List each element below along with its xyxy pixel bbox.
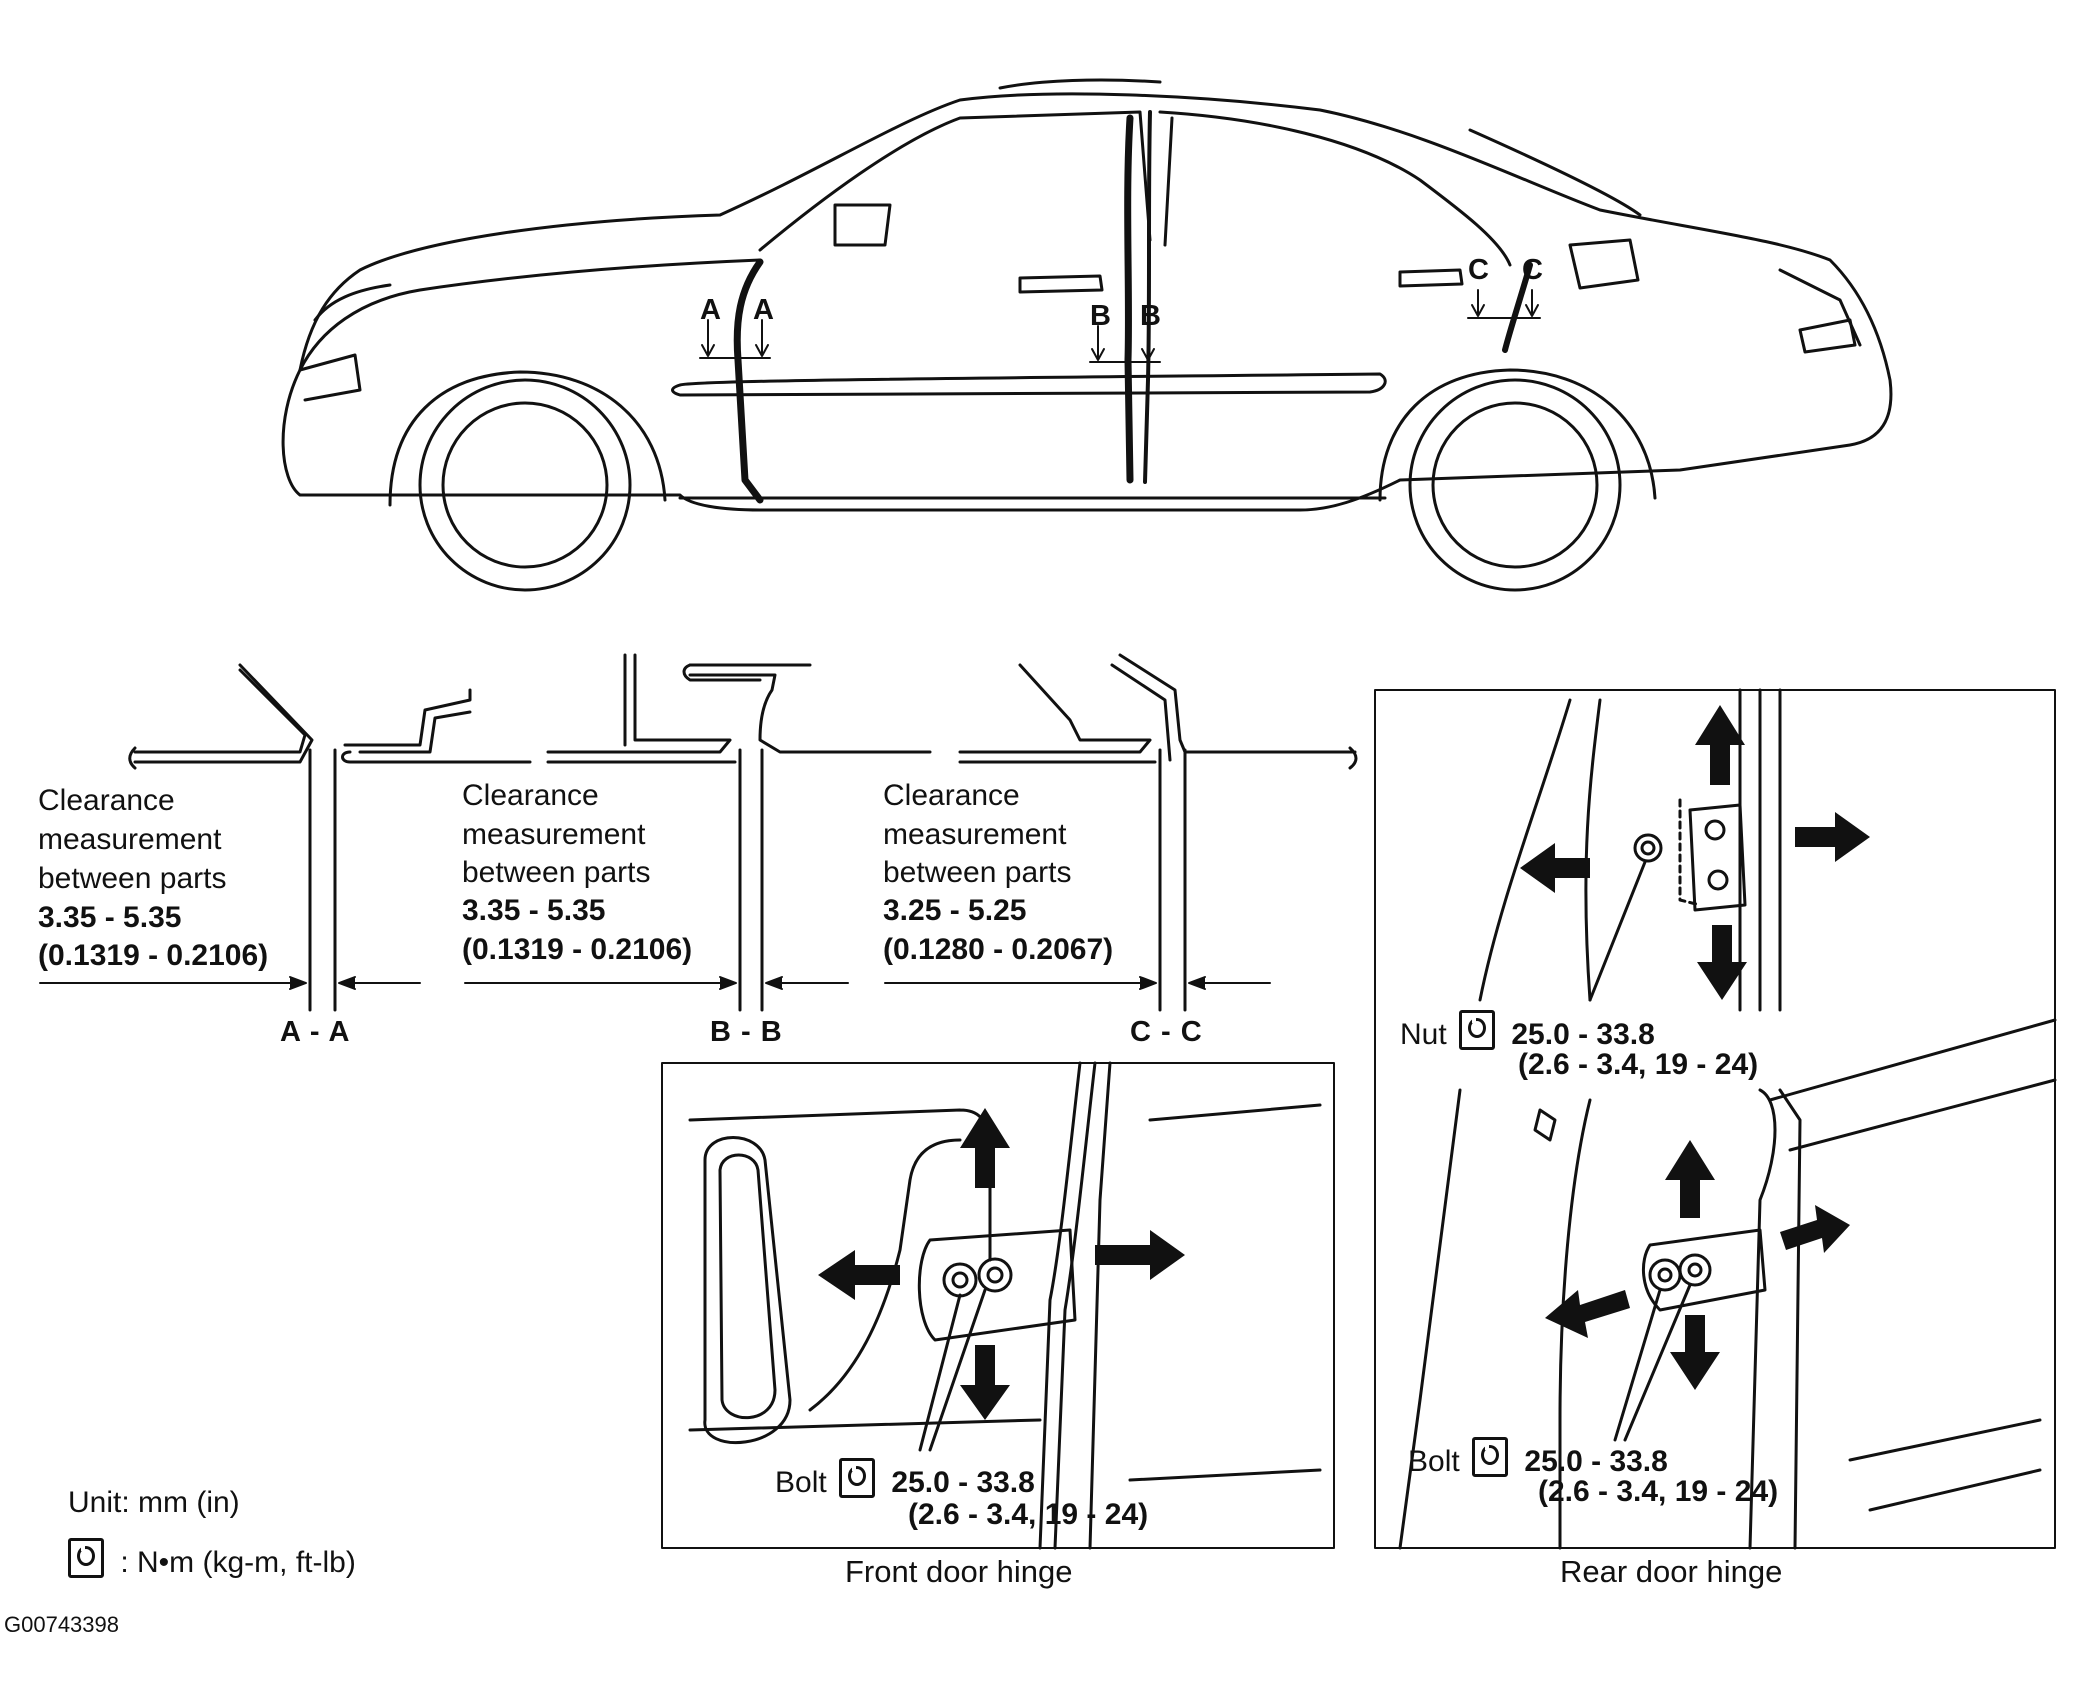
clearance-range-mm: 3.35 - 5.35 (38, 901, 182, 934)
bolt-label: Bolt (775, 1466, 827, 1499)
marker-a-left: A (700, 294, 722, 326)
bolt-label: Bolt (1408, 1445, 1460, 1478)
section-label-aa: A - A (280, 1016, 351, 1048)
clearance-label: measurement (462, 818, 646, 851)
marker-b-left: B (1090, 300, 1112, 332)
section-profiles (128, 653, 1358, 1012)
rear-hinge-panel (1374, 688, 2057, 1550)
marker-b-right: B (1140, 300, 1162, 332)
clearance-label: between parts (462, 856, 651, 889)
torque-unit-legend: : N•m (kg-m, ft-lb) (68, 1538, 356, 1578)
rear-hinge-bolt-torque-alt: (2.6 - 3.4, 19 - 24) (1538, 1475, 1779, 1508)
clearance-label: measurement (883, 818, 1067, 851)
front-hinge-bolt-spec: Bolt 25.0 - 33.8 (775, 1458, 1035, 1498)
nut-torque: 25.0 - 33.8 (1511, 1018, 1655, 1051)
front-hinge-caption: Front door hinge (845, 1554, 1073, 1589)
clearance-range-in: (0.1319 - 0.2106) (38, 939, 269, 972)
rear-hinge-nut-spec: Nut 25.0 - 33.8 (1400, 1010, 1655, 1050)
clearance-label: Clearance (462, 779, 599, 812)
clearance-label: between parts (883, 856, 1072, 889)
clearance-label: between parts (38, 862, 227, 895)
clearance-label: measurement (38, 823, 222, 856)
front-hinge-torque-alt: (2.6 - 3.4, 19 - 24) (908, 1498, 1149, 1531)
clearance-label: Clearance (38, 784, 175, 817)
clearance-range-in: (0.1319 - 0.2106) (462, 933, 693, 966)
section-markers (699, 289, 1541, 363)
clearance-label: Clearance (883, 779, 1020, 812)
torque-unit-text: : N•m (kg-m, ft-lb) (120, 1546, 356, 1579)
torque-wrench-icon (839, 1458, 876, 1498)
clearance-range-in: (0.1280 - 0.2067) (883, 933, 1114, 966)
torque-wrench-icon (1472, 1437, 1509, 1477)
torque-wrench-icon (68, 1538, 104, 1578)
rear-hinge-caption: Rear door hinge (1560, 1554, 1783, 1589)
car-side-view (281, 78, 1893, 592)
bolt-torque: 25.0 - 33.8 (891, 1466, 1035, 1499)
figure-id: G00743398 (4, 1612, 119, 1637)
marker-c-left: C (1468, 254, 1490, 286)
direction-arrow-icons (818, 705, 1870, 1420)
marker-a-right: A (753, 294, 775, 326)
rear-hinge-bolt-spec: Bolt 25.0 - 33.8 (1408, 1437, 1668, 1477)
measurement-arrows (39, 976, 1271, 990)
nut-label: Nut (1400, 1018, 1447, 1051)
clearance-range-mm: 3.25 - 5.25 (883, 894, 1027, 927)
rear-hinge-nut-torque-alt: (2.6 - 3.4, 19 - 24) (1518, 1048, 1759, 1081)
marker-c-right: C (1522, 254, 1544, 286)
unit-legend: Unit: mm (in) (68, 1486, 240, 1519)
section-label-cc: C - C (1130, 1016, 1203, 1048)
torque-wrench-icon (1459, 1010, 1496, 1050)
section-label-bb: B - B (710, 1016, 783, 1048)
bolt-torque: 25.0 - 33.8 (1524, 1445, 1668, 1478)
clearance-range-mm: 3.35 - 5.35 (462, 894, 606, 927)
